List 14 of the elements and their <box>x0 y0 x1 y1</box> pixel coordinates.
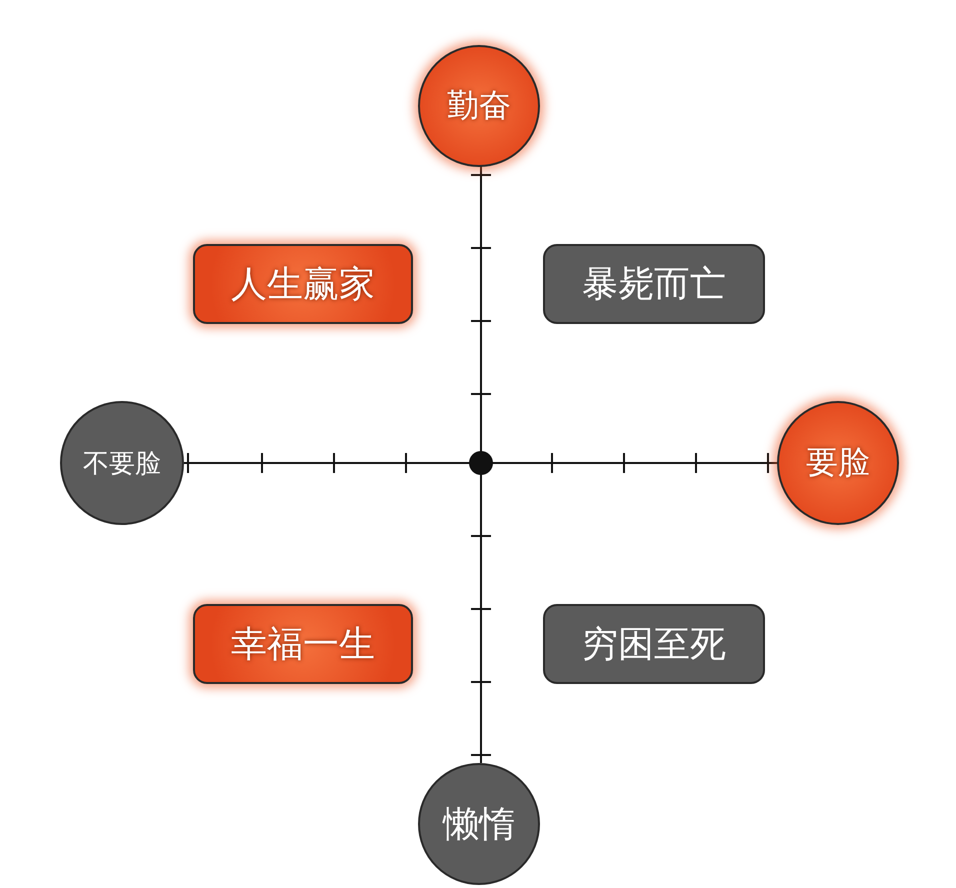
quadrant-label <box>543 244 765 324</box>
node-label: 要脸 <box>806 442 870 483</box>
node-label: 懒惰 <box>443 802 515 846</box>
label-circle <box>418 45 540 167</box>
quadrant-label <box>193 244 413 324</box>
node-label: 幸福一生 <box>231 622 375 666</box>
quadrant-label <box>193 604 413 684</box>
node-label: 穷困至死 <box>582 622 726 666</box>
label-circle <box>777 401 899 525</box>
node-label: 勤奋 <box>447 85 511 126</box>
node-label: 人生赢家 <box>231 262 375 306</box>
quadrant-label <box>543 604 765 684</box>
node-label: 暴毙而亡 <box>582 262 726 306</box>
node-label: 不要脸 <box>83 448 161 480</box>
